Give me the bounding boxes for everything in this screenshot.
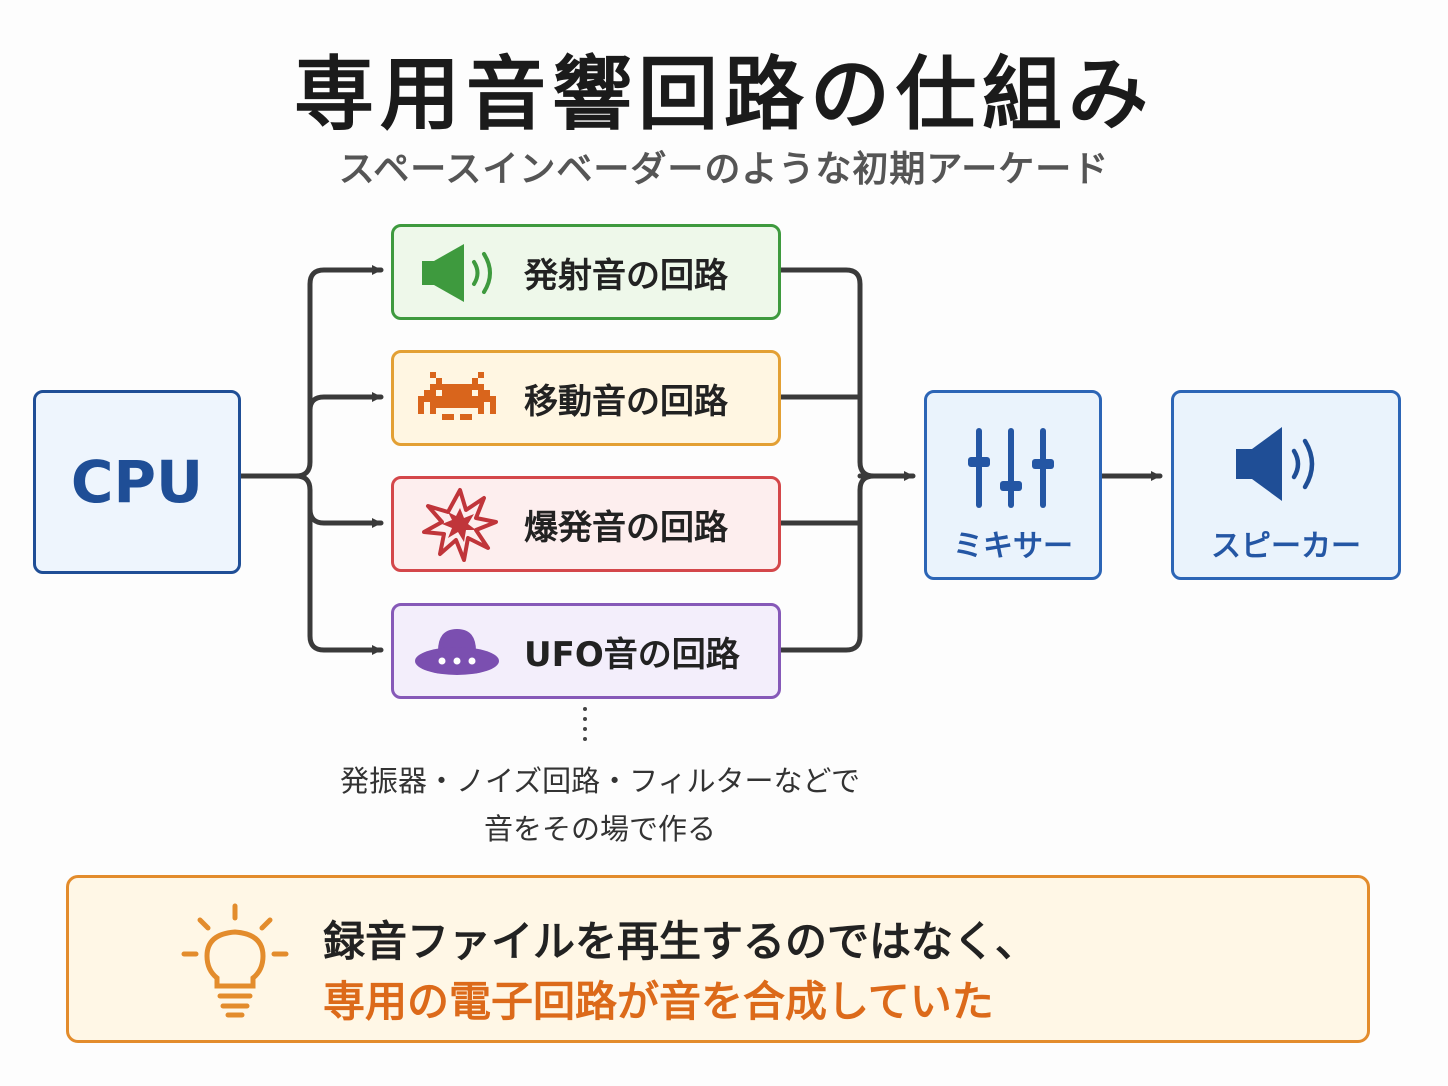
wire-fire-to-mixer [778, 267, 877, 479]
callout-line-1: 録音ファイルを再生するのではなく、 [323, 917, 1038, 966]
mixer-box: ミキサー [924, 390, 1102, 580]
note-line-2: 音をその場で作る [483, 812, 716, 846]
page-subtitle: スペースインベーダーのような初期アーケード [338, 149, 1110, 190]
circuit-explosion-label: 爆発音の回路 [524, 507, 728, 548]
wire-ufo-to-mixer [778, 473, 877, 653]
speaker-icon [1174, 415, 1398, 511]
speaker-label: スピーカー [1211, 529, 1361, 564]
wire-cpu-to-move [307, 392, 384, 413]
wire-cpu-to-fire [293, 265, 384, 479]
circuit-explosion: 爆発音の回路 [391, 476, 781, 572]
page-title: 専用音響回路の仕組み [294, 48, 1154, 141]
circuit-ufo: UFO音の回路 [391, 603, 781, 699]
mixer-label: ミキサー [953, 529, 1073, 564]
cpu-box: CPU [33, 390, 241, 574]
circuit-move-label: 移動音の回路 [524, 381, 728, 422]
circuit-fire-label: 発射音の回路 [524, 255, 728, 296]
continuation-dots [583, 707, 587, 741]
ufo-icon [394, 603, 524, 699]
callout-line-2: 専用の電子回路が音を合成していた [323, 977, 994, 1026]
speaker-icon [394, 224, 524, 320]
wire-cpu-to-ufo [307, 497, 384, 655]
mixer-sliders-icon [927, 415, 1099, 511]
invader-icon [394, 350, 524, 446]
speaker-box: スピーカー [1171, 390, 1401, 580]
circuit-ufo-label: UFO音の回路 [524, 634, 740, 675]
circuit-fire: 発射音の回路 [391, 224, 781, 320]
summary-callout: 録音ファイルを再生するのではなく、 専用の電子回路が音を合成していた [66, 875, 1370, 1043]
explosion-icon [394, 476, 524, 572]
cpu-label: CPU [70, 448, 204, 516]
circuit-move: 移動音の回路 [391, 350, 781, 446]
note-line-1: 発振器・ノイズ回路・フィルターなどで [340, 764, 860, 798]
lightbulb-icon [174, 898, 304, 1028]
